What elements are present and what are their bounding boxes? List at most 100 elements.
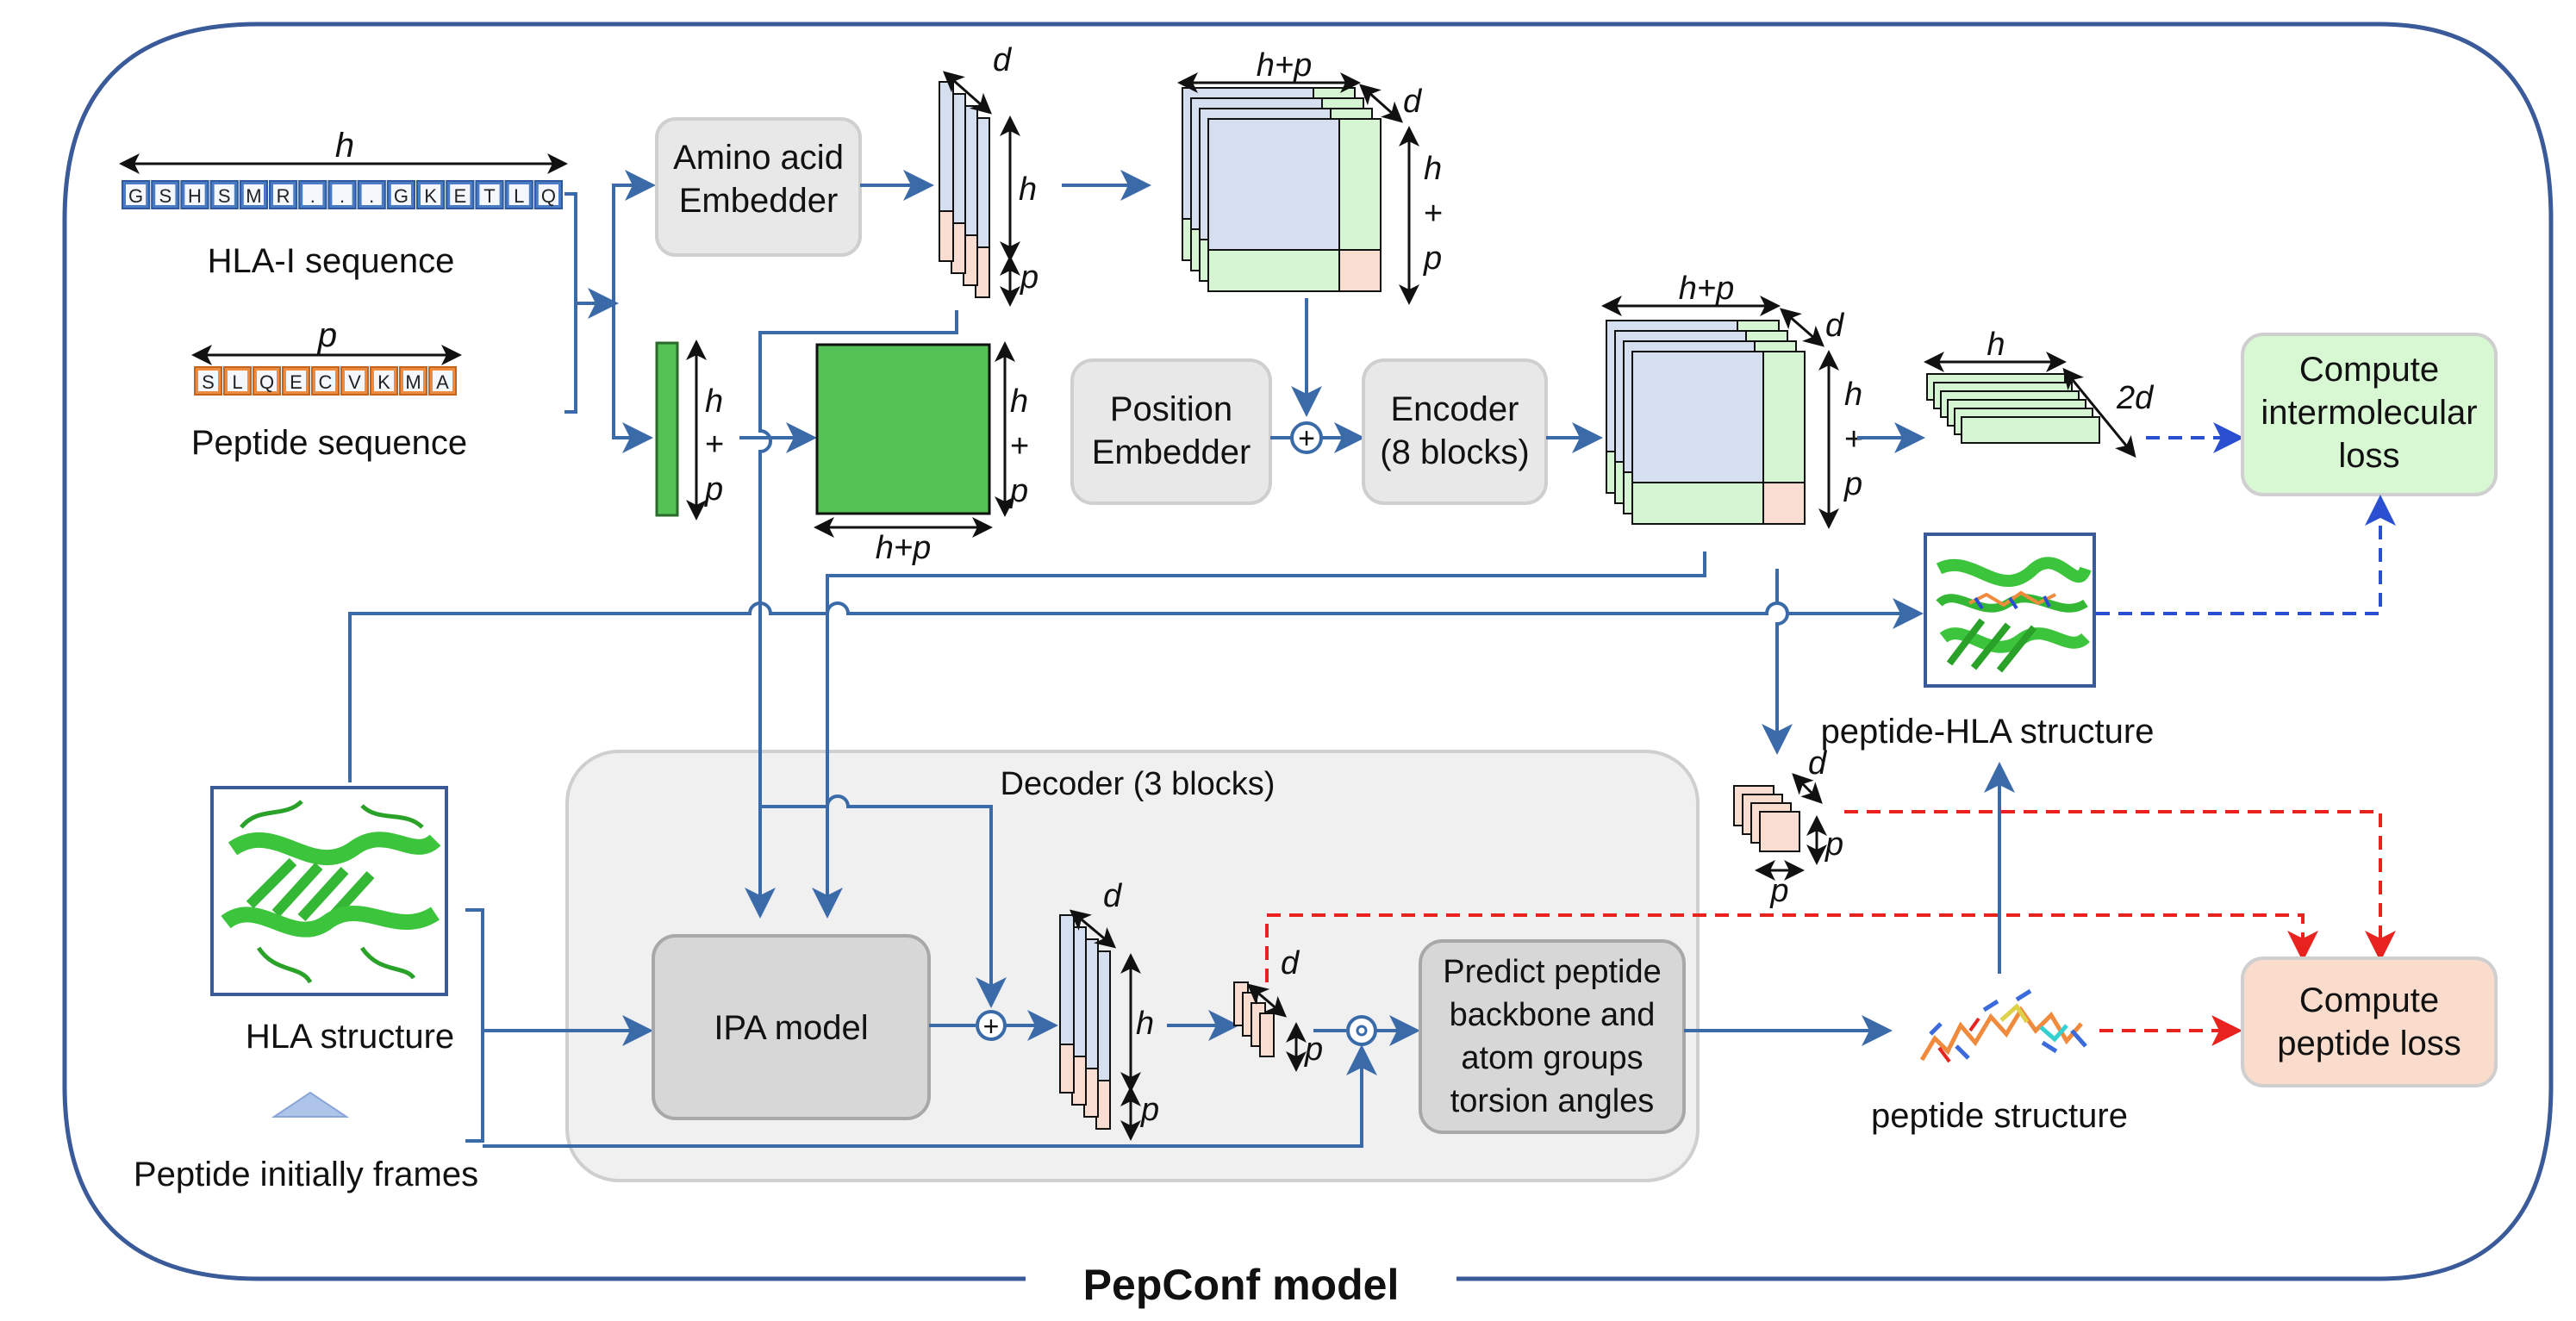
peptide-residue-letter: K [377,371,390,393]
branch-to-position-bar [612,303,653,453]
peptide-sequence-label: Peptide sequence [191,424,467,462]
pair-enc-d-label: d [1825,308,1845,344]
decoder-single-stack [1059,914,1111,1130]
hla-residue-cell [538,184,558,205]
pair-top-block-hh [1207,118,1340,251]
hla-structure-label: HLA structure [246,1018,454,1056]
pair-representation-stack-top [1182,87,1382,292]
pair-top-block-ph [1207,249,1340,292]
peptide-frames-label: Peptide initially frames [134,1156,478,1193]
hla-residue-letter: E [453,185,466,207]
hla-residue-letter: G [128,185,143,207]
pep-stack-to-peptide-loss-arrow [1844,810,2396,962]
peptide-residue-letter: E [290,371,303,393]
hla-residue-letter: . [340,185,345,207]
flat-depth-arrow [2062,367,2136,458]
hla-residue-cell [390,184,411,205]
stack-b-p-label: p [1140,1092,1159,1128]
hla-residue-letter: K [424,185,437,207]
hla-residue-cell [126,184,147,205]
sequence-merge-bracket [564,192,577,414]
position-bar-h-label: h [705,383,723,420]
hla-residue-letter: S [218,185,231,207]
pair-top-depth-arrow [1359,84,1403,123]
pair-enc-width-label: h+p [1679,271,1734,307]
flat-stack-layer [1961,416,2100,444]
pair-top-h-label: h [1424,151,1442,187]
hla-residue-cell [214,184,234,205]
position-pair-matrix [815,343,991,515]
flat-2d-label: 2d [2116,380,2155,416]
square-h-label: h [1010,383,1028,420]
hla-residue-cell [273,184,294,205]
hla-residue-letter: S [159,185,172,207]
peptide-residue-letter: A [436,371,449,393]
stack-a-h-label: h [1019,171,1037,208]
hla-residue-letter: Q [541,185,556,207]
peptide-frames-icon [271,1091,350,1118]
hla-residue-cell [332,184,352,205]
peptide-residue-cell [315,371,335,391]
peptide-residue-cell [403,371,423,391]
hla-residue-letter: R [277,185,290,207]
pair-enc-h-label: h [1844,377,1862,413]
square-width-label: h+p [876,530,931,566]
hla-residue-letter: . [310,185,315,207]
hla-residue-letter: T [483,185,495,207]
peptide-residue-cell [345,371,365,391]
peptide-residue-cell [198,371,218,391]
peptide-hla-structure-render [1936,557,2092,673]
peptide-structure-render [1919,988,2087,1063]
hla-residue-letter: M [246,185,261,207]
pair-top-d-label: d [1403,84,1423,120]
combine-operator [1346,1015,1377,1046]
single-rep-to-decoder-sum-line [760,794,1007,1008]
hla-residue-cell [479,184,500,205]
stack-a-to-ipa-line [745,310,958,919]
pair-enc-block-ph [1631,482,1764,525]
flat-h-label: h [1987,327,2005,363]
structure-to-interloss-arrow [2096,495,2396,615]
pep-stack-d-label: d [1808,745,1828,782]
pair-enc-block-hh [1631,351,1764,483]
peptide-residue-cell [433,371,452,391]
model-frame [62,22,2554,1281]
pair-enc-block-hp [1762,351,1806,483]
square-plus-label: + [1010,428,1029,464]
stack-c-depth-arrow [1246,983,1288,1018]
peptide-residue-letter: S [202,371,215,393]
peptide-residue-cell [286,371,306,391]
pep-stack-p-width-label: p [1769,873,1788,909]
hla-residue-letter: G [394,185,409,207]
peptide-residue-letter: V [348,371,361,393]
peptide-residue-cell [374,371,394,391]
encoder-to-ipa-line [812,551,1706,919]
pair-top-plus-label: + [1424,196,1443,232]
frames-to-torsion-combine-line [483,1044,1377,1148]
pair-enc-depth-arrow [1779,308,1825,347]
peptide-residue-letter: C [319,371,333,393]
hla-residue-cell [450,184,471,205]
peptide-pair-stack [1733,785,1800,852]
position-bar-p-label: p [704,471,723,508]
stack-a-layer-bottom [939,210,954,262]
position-bar [655,341,679,517]
pair-enc-block-pp [1762,482,1806,525]
peptide-residue-cell [228,371,247,391]
branch-to-embedder [612,170,656,303]
hla-residue-cell [508,184,529,205]
peptide-residue-cell [257,371,277,391]
encoder-box [1362,358,1548,505]
stack-a-p-label: p [1020,259,1039,296]
stack-c-d-label: d [1281,945,1300,981]
hla-residue-cell [155,184,176,205]
pep-stack-p-label: p [1824,826,1843,863]
stack-a-d-label: d [993,42,1013,78]
hla-residue-letter: . [369,185,374,207]
hla-length-label: h [335,127,354,165]
